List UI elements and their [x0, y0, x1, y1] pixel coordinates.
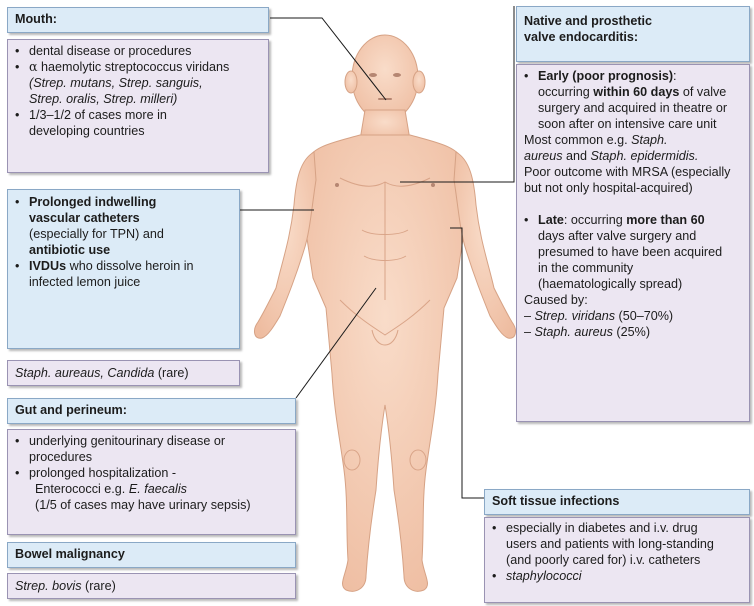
- valve-most-common: Most common e.g. Staph. aureus and Staph…: [524, 132, 742, 196]
- gut-bullet-1: underlying genitourinary disease or proc…: [15, 433, 288, 465]
- gut-header: Gut and perineum:: [7, 398, 296, 424]
- catheter-panel: Prolonged indwelling vascular catheters …: [7, 189, 240, 349]
- catheter-bullet-1: Prolonged indwelling vascular catheters …: [15, 194, 232, 258]
- bowel-title: Bowel malignancy: [15, 547, 125, 561]
- bowel-panel: Strep. bovis (rare): [7, 573, 296, 599]
- gut-panel: underlying genitourinary disease or proc…: [7, 429, 296, 535]
- catheter-organisms: Staph. aureaus, Candida (rare): [7, 360, 240, 386]
- mouth-panel: dental disease or procedures α haemolyti…: [7, 39, 269, 173]
- mouth-bullet-3: 1/3–1/2 of cases more in developing coun…: [15, 107, 261, 139]
- gut-bullet-2: prolonged hospitalization - Enterococci …: [15, 465, 288, 513]
- valve-panel: Early (poor prognosis): occurring within…: [516, 64, 750, 422]
- gut-title: Gut and perineum:: [15, 403, 127, 417]
- catheter-bullet-2: IVDUs who dissolve heroin in infected le…: [15, 258, 232, 290]
- valve-header: Native and prosthetic valve endocarditis…: [516, 6, 750, 62]
- soft-tissue-header: Soft tissue infections: [484, 489, 750, 515]
- soft-tissue-panel: especially in diabetes and i.v. drug use…: [484, 517, 750, 603]
- mouth-bullet-1: dental disease or procedures: [15, 43, 261, 59]
- mouth-bullet-2: α haemolytic streptococcus viridans (Str…: [15, 59, 261, 107]
- mouth-header: Mouth:: [7, 7, 269, 33]
- mouth-title: Mouth:: [15, 12, 57, 26]
- soft-tissue-bullet-1: especially in diabetes and i.v. drug use…: [492, 520, 742, 568]
- valve-early: Early (poor prognosis): occurring within…: [524, 68, 742, 132]
- valve-caused-by: Caused by: – Strep. viridans (50–70%) – …: [524, 292, 742, 340]
- valve-late: Late: occurring more than 60 days after …: [524, 212, 742, 292]
- soft-tissue-title: Soft tissue infections: [492, 494, 619, 508]
- bowel-header: Bowel malignancy: [7, 542, 296, 568]
- soft-tissue-bullet-2: staphylococci: [492, 568, 742, 584]
